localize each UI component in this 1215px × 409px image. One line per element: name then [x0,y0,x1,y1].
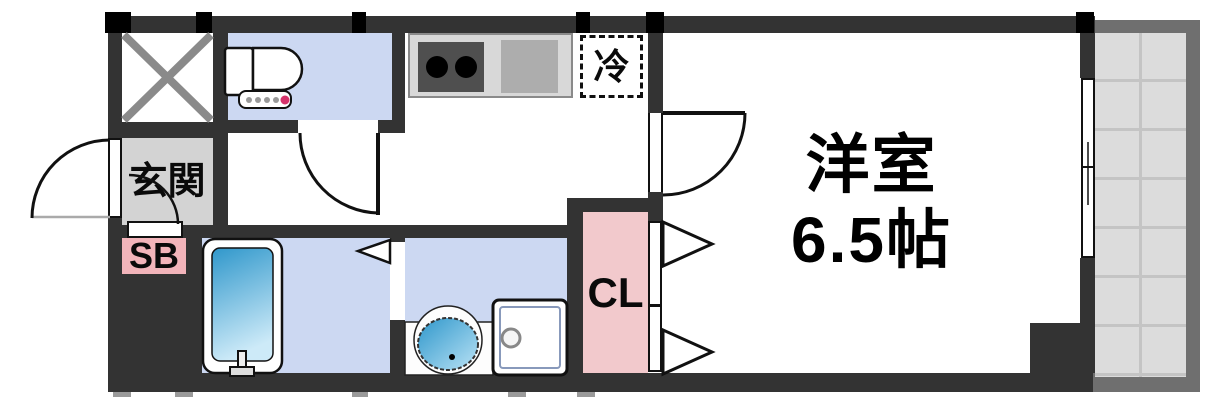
refrigerator-space: 冷 [580,35,643,98]
entrance-door-arc [30,138,111,219]
wall-left-upper [108,16,122,138]
shoe-box: SB [122,238,186,274]
wall-stub [352,392,368,397]
wall-stub [577,392,595,397]
wall-junction-mark [196,12,212,33]
wall-junction-mark [646,12,664,33]
main-room-name: 洋室 [805,129,938,202]
stove-burner-icon [426,56,448,78]
kitchen-counter [408,33,573,98]
entrance-door-leaf [108,138,122,218]
main-room: 洋室 6.5帖 [663,33,1080,373]
wall-room-left-mid [648,190,663,221]
wall-junction-mark [352,12,366,33]
wall-stub [508,392,526,397]
kitchen-stove [418,42,484,92]
closet: CL [583,212,648,373]
main-room-size: 6.5帖 [791,204,952,276]
sliding-window-icon [1081,166,1095,258]
wall-room-left-upper [648,16,663,113]
entrance-label: 玄関 [129,160,206,203]
shoebox-label: SB [128,235,179,276]
washroom [405,238,567,375]
wall-wash-closet [567,198,583,375]
closet-label: CL [587,268,644,316]
kitchen-sink [501,40,558,93]
pillar [1030,323,1095,373]
stove-burner-icon [455,56,477,78]
wall-below-shaft [108,122,228,138]
sliding-window-icon [1081,78,1095,168]
wall-junction-mark [105,12,131,33]
wall-toilet-right [392,16,405,133]
wall-bottom [108,373,1093,392]
toilet-door [298,132,380,215]
room-door-opening [648,113,663,192]
closet-door-divider [650,304,660,307]
refrigerator-label: 冷 [593,45,630,87]
toilet-room [228,33,392,120]
wall-stub [113,392,131,397]
entrance-area: 玄関 [122,138,213,225]
wall-bathroom-left [186,225,202,375]
bathroom [202,238,390,375]
washroom-door-opening [390,242,405,320]
wall-stub [175,392,193,397]
closet-door-strip [648,221,662,372]
toilet-door-opening [298,120,378,133]
wall-hall-bottom [108,225,583,238]
elevator-shaft [122,33,213,122]
wall-junction-mark [1076,12,1094,33]
balcony [1095,33,1186,377]
wall-top [108,16,1093,33]
wall-closet-top [567,198,663,212]
wall-junction-mark [576,12,590,33]
